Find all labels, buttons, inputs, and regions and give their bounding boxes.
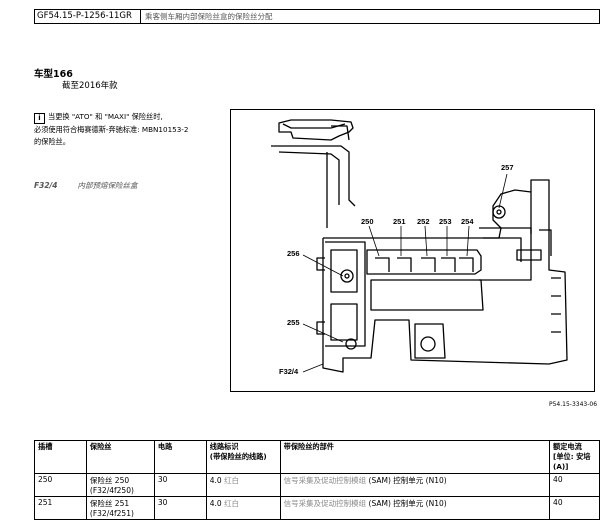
note-line-1: 当更换 "ATO" 和 "MAXI" 保险丝时, [48, 112, 163, 121]
fuse-box-diagram: 257 250 251 252 253 254 256 255 F32/4 [230, 109, 595, 392]
col-circuit: 电路 [153, 440, 207, 474]
header-bar: GF54.15-P-1256-11GR 乘客侧车厢内部保险丝盒的保险丝分配 [34, 9, 600, 24]
doc-title: 乘客侧车厢内部保险丝盒的保险丝分配 [145, 12, 273, 21]
cell-wire: 4.0 红白 [205, 473, 281, 497]
label-256: 256 [287, 249, 300, 258]
model-year: 截至2016年款 [62, 81, 118, 91]
table-header-row: 插槽 保险丝 电路 线路标识 (带保险丝的线路) 带保险丝的部件 额定电流 [单… [34, 440, 600, 474]
label-f32-4: F32/4 [279, 367, 299, 376]
vehicle-model: 车型166 [34, 69, 73, 80]
cell-fuse: 保险丝 251(F32/4f251) [85, 496, 155, 520]
label-250: 250 [361, 217, 374, 226]
col-wire: 线路标识 (带保险丝的线路) [205, 440, 281, 474]
component-caption: F32/4 内部预熔保险丝盒 [34, 180, 138, 191]
cell-circuit: 30 [153, 496, 207, 520]
cell-slot: 250 [34, 473, 87, 497]
fuse-box-drawing: 257 250 251 252 253 254 256 255 F32/4 [271, 119, 568, 376]
label-254: 254 [461, 217, 474, 226]
col-fuse: 保险丝 [85, 440, 155, 474]
cell-slot: 251 [34, 496, 87, 520]
figure-reference: P54.15-3343-06 [549, 401, 598, 408]
note-line-3: 的保险丝。 [34, 137, 70, 146]
col-rating: 额定电流 [单位: 安培 (A)] [549, 440, 600, 474]
col-component: 带保险丝的部件 [279, 440, 551, 474]
table-row: 251 保险丝 251(F32/4f251) 30 4.0 红白 信号采集及促动… [34, 496, 600, 520]
table-row: 250 保险丝 250(F32/4f250) 30 4.0 红白 信号采集及促动… [34, 473, 600, 497]
cell-rating: 40 [549, 496, 600, 520]
doc-id: GF54.15-P-1256-11GR [35, 10, 141, 23]
component-name: 内部预熔保险丝盒 [77, 181, 138, 190]
note-line-2: 必须使用符合梅赛德斯-奔驰标准: MBN10153-2 [34, 125, 189, 134]
label-257: 257 [501, 163, 514, 172]
component-code: F32/4 [34, 181, 58, 190]
label-253: 253 [439, 217, 452, 226]
col-slot: 插槽 [34, 440, 87, 474]
cell-fuse: 保险丝 250(F32/4f250) [85, 473, 155, 497]
fuse-table: 插槽 保险丝 电路 线路标识 (带保险丝的线路) 带保险丝的部件 额定电流 [单… [34, 440, 600, 520]
cell-component: 信号采集及促动控制模组 (SAM) 控制单元 (N10) [279, 496, 551, 520]
info-icon: i [34, 113, 45, 124]
label-255: 255 [287, 318, 300, 327]
cell-wire: 4.0 红白 [205, 496, 281, 520]
cell-rating: 40 [549, 473, 600, 497]
cell-circuit: 30 [153, 473, 207, 497]
cell-component: 信号采集及促动控制模组 (SAM) 控制单元 (N10) [279, 473, 551, 497]
label-252: 252 [417, 217, 430, 226]
label-251: 251 [393, 217, 406, 226]
